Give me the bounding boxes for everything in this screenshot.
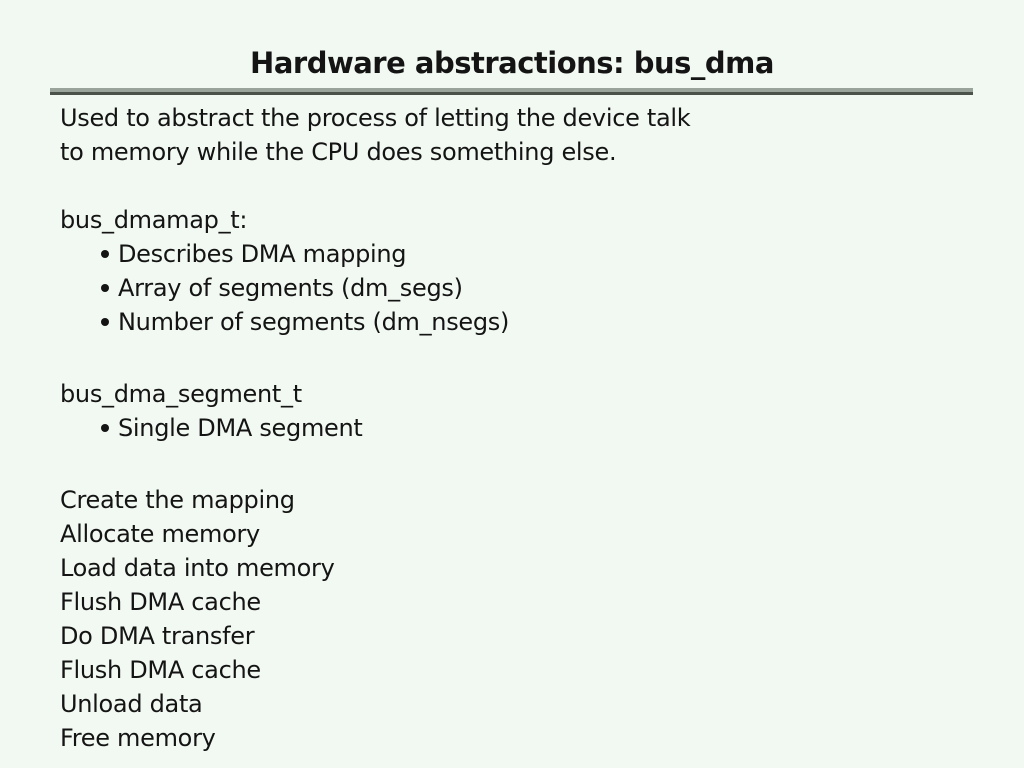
step-item: Free memory <box>60 724 216 752</box>
intro-paragraph: Used to abstract the process of letting … <box>60 101 691 169</box>
step-item: Load data into memory <box>60 554 335 582</box>
segment-heading: bus_dma_segment_t <box>60 380 302 408</box>
bullet-item: Number of segments (dm_nsegs) <box>60 305 509 339</box>
step-item: Create the mapping <box>60 486 295 514</box>
bullet-item: Array of segments (dm_segs) <box>60 271 509 305</box>
dmamap-heading: bus_dmamap_t: <box>60 206 248 234</box>
segment-section: bus_dma_segment_t Single DMA segment <box>60 377 363 445</box>
steps-list: Create the mapping Allocate memory Load … <box>60 483 335 755</box>
title-divider-rule <box>50 88 973 95</box>
slide-title: Hardware abstractions: bus_dma <box>250 46 774 80</box>
step-item: Flush DMA cache <box>60 656 261 684</box>
segment-bullet-list: Single DMA segment <box>60 411 363 445</box>
intro-line-2: to memory while the CPU does something e… <box>60 138 617 166</box>
bullet-item: Single DMA segment <box>60 411 363 445</box>
step-item: Unload data <box>60 690 203 718</box>
dmamap-section: bus_dmamap_t: Describes DMA mapping Arra… <box>60 203 509 339</box>
bullet-item: Describes DMA mapping <box>60 237 509 271</box>
dmamap-bullet-list: Describes DMA mapping Array of segments … <box>60 237 509 339</box>
intro-line-1: Used to abstract the process of letting … <box>60 104 691 132</box>
step-item: Allocate memory <box>60 520 260 548</box>
step-item: Flush DMA cache <box>60 588 261 616</box>
step-item: Do DMA transfer <box>60 622 255 650</box>
